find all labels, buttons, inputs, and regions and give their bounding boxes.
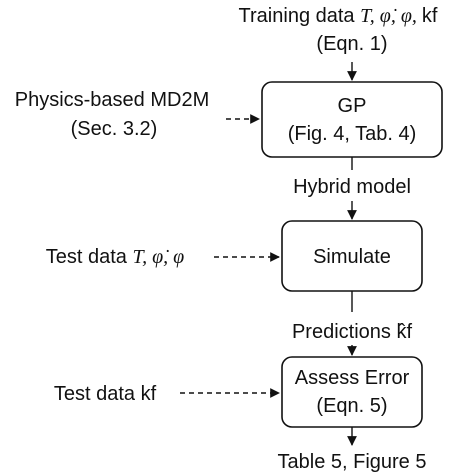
predictions-label: Predictions k̂f bbox=[292, 321, 412, 343]
gp-ref: (Fig. 4, Tab. 4) bbox=[288, 123, 417, 145]
simulate-label: Simulate bbox=[313, 246, 391, 268]
training-data-ref: (Eqn. 1) bbox=[316, 33, 387, 55]
hybrid-model-label: Hybrid model bbox=[293, 176, 411, 198]
gp-box bbox=[261, 81, 443, 158]
test-data-inputs-label: Test data T, φ̇, φ bbox=[46, 246, 185, 268]
test-data-kf-label: Test data kf bbox=[54, 383, 157, 405]
gp-title: GP bbox=[338, 95, 367, 117]
assess-error-title: Assess Error bbox=[295, 367, 410, 389]
training-data-label: Training data T, φ̇, φ, kf bbox=[239, 5, 438, 27]
output-label: Table 5, Figure 5 bbox=[278, 451, 427, 473]
physics-model-ref: (Sec. 3.2) bbox=[71, 118, 158, 140]
physics-model-label: Physics-based MD2M bbox=[15, 89, 210, 111]
assess-error-ref: (Eqn. 5) bbox=[316, 395, 387, 417]
